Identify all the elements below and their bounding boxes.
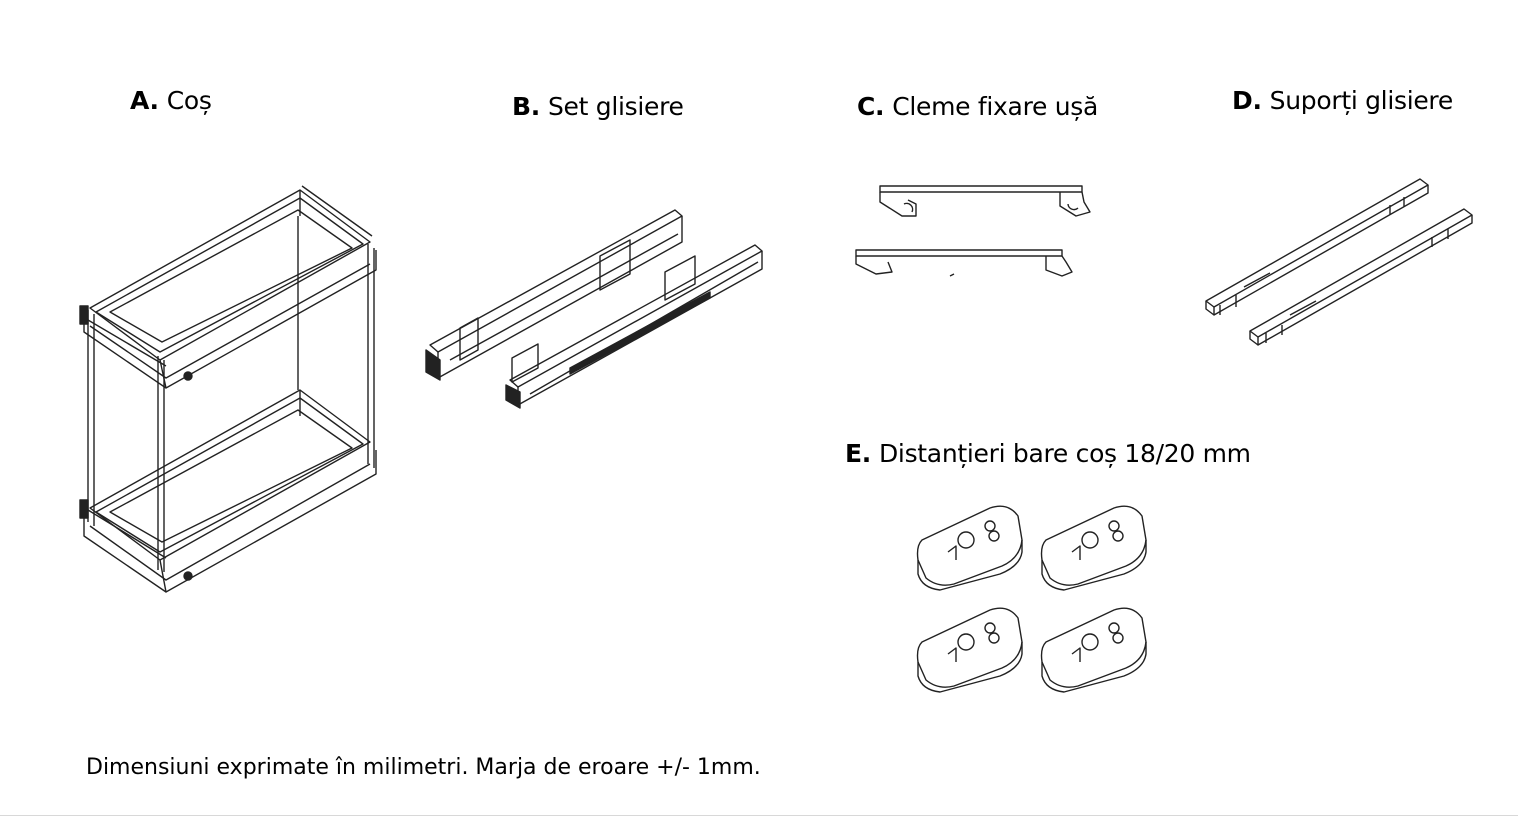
basket-clips [80,306,192,580]
slide-left [426,210,682,380]
label-c-letter: C. [857,92,885,121]
bracket-lower [1250,209,1472,345]
label-b-letter: B. [512,92,540,121]
spacer-bottom-left [918,608,1023,692]
basket-lower-shelf [84,390,376,592]
label-e-spacers: E.Distanțieri bare coș 18/20 mm [845,439,1251,468]
label-d-letter: D. [1232,86,1262,115]
door-clip-lower [856,250,1072,276]
label-b-text: Set glisiere [547,92,684,121]
door-clip-drawing [850,178,1100,288]
label-b-slide-set: B.Set glisiere [512,92,684,121]
basket-frame-uprights [88,216,374,572]
label-a-letter: A. [130,86,159,115]
spacer-drawing [910,500,1160,700]
label-d-slide-brackets: D.Suporți glisiere [1232,86,1453,115]
slide-right [506,245,762,408]
slide-bracket-drawing [1200,175,1480,350]
label-a-text: Coș [166,86,212,115]
spacer-top-left [918,506,1023,590]
dimensions-footnote: Dimensiuni exprimate în milimetri. Marja… [86,755,761,780]
basket-upper-shelf [84,186,376,388]
door-clip-upper [880,186,1090,216]
basket-drawing [70,180,390,610]
label-a-basket: A.Coș [130,86,212,115]
bracket-upper [1206,179,1428,315]
label-e-text: Distanțieri bare coș 18/20 mm [878,439,1251,468]
bottom-divider [0,815,1518,816]
slide-set-drawing [420,200,780,410]
label-e-letter: E. [845,439,871,468]
spacer-bottom-right [1042,608,1147,692]
label-c-text: Cleme fixare ușă [892,92,1099,121]
label-d-text: Suporți glisiere [1269,86,1454,115]
spacer-top-right [1042,506,1147,590]
label-c-door-clips: C.Cleme fixare ușă [857,92,1098,121]
